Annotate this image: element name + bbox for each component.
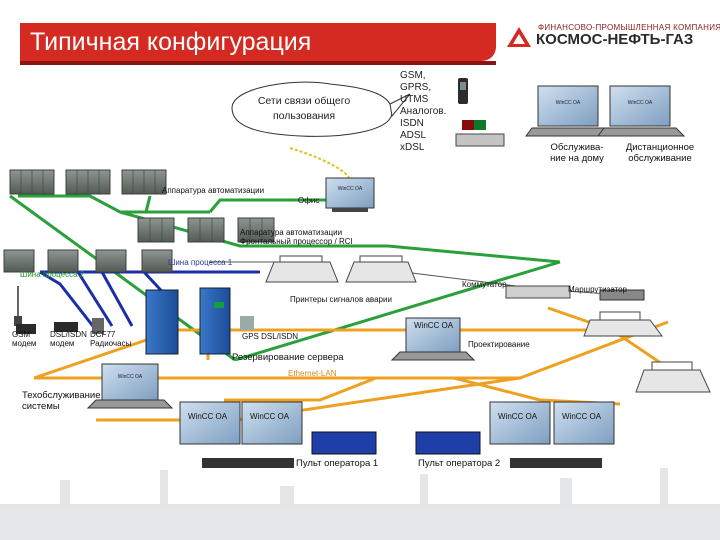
brand-subtitle: ФИНАНСОВО-ПРОМЫШЛЕННАЯ КОМПАНИЯ bbox=[538, 23, 720, 32]
wan-item: xDSL bbox=[400, 142, 425, 153]
page-title: Типичная конфигурация bbox=[30, 28, 312, 56]
workstation-2-label: WinCC OA bbox=[250, 412, 290, 421]
wan-item: GSM, bbox=[400, 70, 426, 81]
workstation-1-label: WinCC OA bbox=[188, 412, 228, 421]
wan-item: ISDN bbox=[400, 118, 424, 129]
automation-frontend-label: Аппаратура автоматизации Фронтальный про… bbox=[240, 228, 353, 246]
automation-cabinets-bus2 bbox=[3, 249, 173, 273]
wan-technology-list: GSM, GPRS, UTMS Аналогов. ISDN ADSL xDSL bbox=[400, 70, 446, 154]
home-service-label: Обслужива-ние на дому bbox=[550, 142, 604, 164]
alarm-printers bbox=[265, 255, 417, 283]
wan-modem-icon bbox=[455, 120, 505, 147]
automation-cabinets-middle bbox=[137, 217, 275, 243]
router-icon bbox=[599, 289, 645, 301]
workstation-3-label: WinCC OA bbox=[498, 412, 538, 421]
gps-dsl-label: GPS DSL/ISDN bbox=[242, 332, 299, 341]
remote-service-label: Дистанционное обслуживание bbox=[625, 142, 695, 164]
design-workstation bbox=[390, 317, 476, 361]
office-workstation bbox=[325, 177, 375, 212]
title-banner: Типичная конфигурация bbox=[20, 23, 496, 61]
antenna-icon bbox=[14, 286, 22, 326]
switch-label: Коммутатор bbox=[462, 280, 507, 289]
automation-label: Аппаратура автоматизации bbox=[162, 186, 265, 195]
redundancy-label: Резервирование сервера bbox=[232, 352, 344, 363]
maintenance-workstation bbox=[86, 363, 174, 409]
gsm-dsl-modems bbox=[16, 316, 254, 334]
maintenance-label: Техобслуживание системы bbox=[22, 390, 101, 412]
engineering-printer-icon bbox=[583, 311, 663, 337]
wan-item: GPRS, bbox=[400, 82, 432, 93]
public-network-label: Сети связи общего пользования bbox=[257, 95, 351, 122]
home-laptop-icon bbox=[525, 85, 614, 137]
automation-cabinets-top bbox=[9, 169, 167, 195]
office-screen-label: WinCC OA bbox=[337, 186, 363, 192]
right-printer-icon bbox=[635, 361, 711, 393]
brand-logo-icon bbox=[507, 27, 531, 47]
home-laptop-screen-label: WinCC OA bbox=[555, 100, 581, 106]
gsm-modem-label: GSM модем bbox=[12, 330, 37, 348]
ethernet-label: Ethernet-LAN bbox=[288, 369, 337, 378]
wan-item: ADSL bbox=[400, 130, 427, 141]
operator-console-2-label: Пульт оператора 2 bbox=[418, 458, 501, 469]
wan-item: UTMS bbox=[400, 94, 429, 105]
dsl-modem-label: DSL/ISDN модем bbox=[50, 330, 87, 348]
process-bus-2-label: Шина процесса 2 bbox=[20, 270, 85, 279]
design-screen-label: WinCC OA bbox=[414, 321, 454, 330]
wan-item: Аналогов. bbox=[400, 106, 447, 117]
brand-name: КОСМОС-НЕФТЬ-ГАЗ bbox=[536, 31, 694, 48]
design-label: Проектирование bbox=[468, 340, 530, 349]
remote-laptop-screen-label: WinCC OA bbox=[627, 100, 653, 106]
dcf77-label: DCF77 Радиочасы bbox=[90, 330, 132, 348]
operator-workstations bbox=[179, 401, 615, 468]
oil-rig-watermark bbox=[0, 468, 720, 540]
cell-phone-icon bbox=[458, 78, 468, 104]
operator-console-1-label: Пульт оператора 1 bbox=[296, 458, 379, 469]
router-label: Маршрутизатор bbox=[568, 285, 627, 294]
process-bus-1-label: Шина процесса 1 bbox=[168, 258, 233, 267]
workstation-4-label: WinCC OA bbox=[562, 412, 602, 421]
title-underline bbox=[20, 61, 496, 65]
alarm-printers-label: Принтеры сигналов аварии bbox=[290, 295, 392, 304]
office-label: Офис bbox=[298, 196, 320, 205]
wincc-servers bbox=[145, 287, 231, 355]
maintenance-screen-label: WinCC OA bbox=[117, 374, 143, 380]
remote-laptop-icon bbox=[597, 85, 686, 137]
network-switch-icon bbox=[505, 285, 571, 299]
